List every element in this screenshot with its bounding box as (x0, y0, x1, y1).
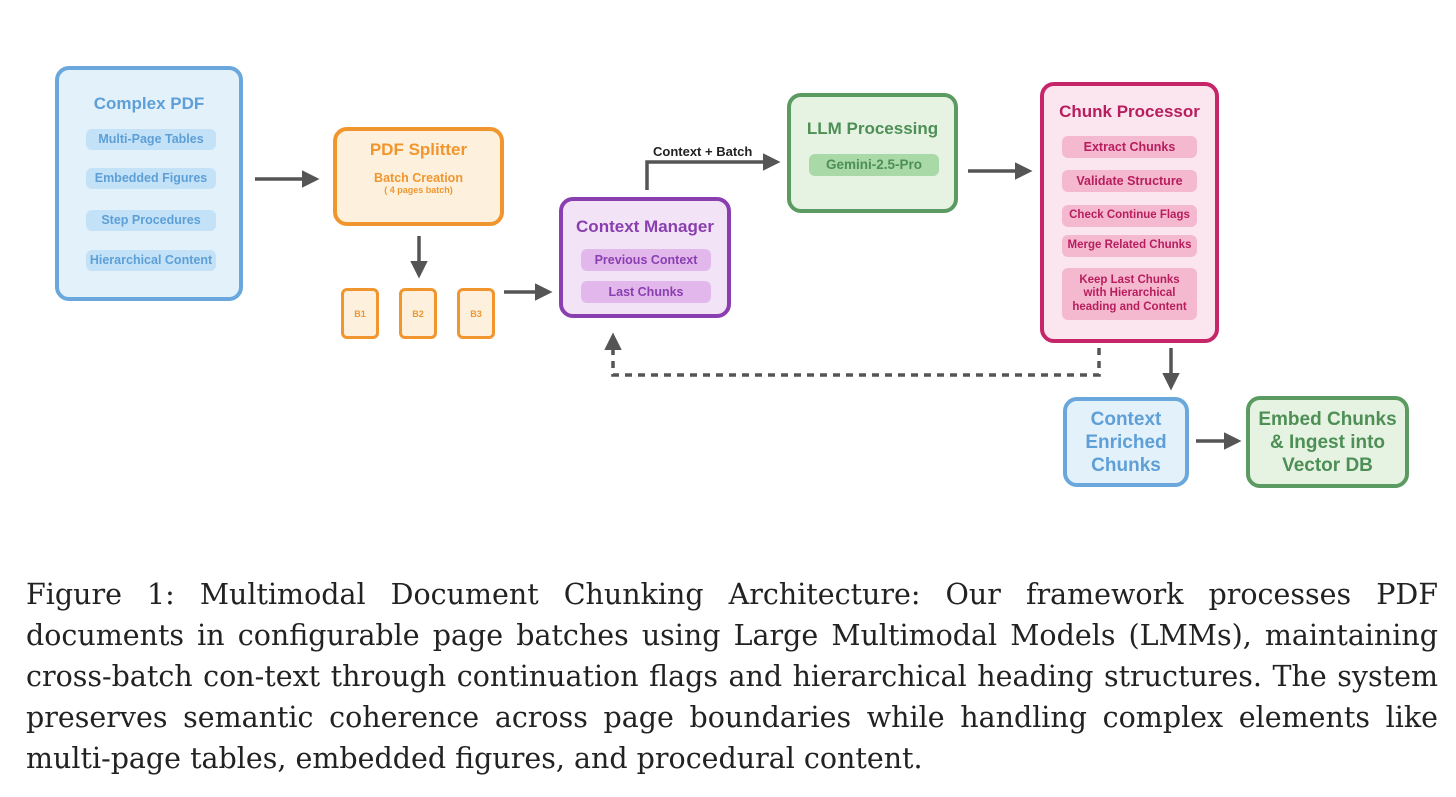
item-merge-related-chunks: Merge Related Chunks (1062, 235, 1197, 257)
item-keep-last-chunks: Keep Last Chunks with Hierarchical headi… (1062, 268, 1197, 320)
complex-pdf-node: Complex PDF Multi-Page Tables Embedded F… (55, 66, 243, 301)
item-embedded-figures: Embedded Figures (86, 168, 216, 189)
chunk-processor-node: Chunk Processor Extract Chunks Validate … (1040, 82, 1219, 343)
figure-caption: Figure 1: Multimodal Document Chunking A… (26, 578, 1438, 775)
context-enriched-title: Context Enriched Chunks (1085, 408, 1167, 476)
embed-ingest-node: Embed Chunks & Ingest into Vector DB (1246, 396, 1409, 488)
batch-size-note: ( 4 pages batch) (384, 185, 453, 195)
item-previous-context: Previous Context (581, 249, 711, 271)
item-multi-page-tables: Multi-Page Tables (86, 129, 216, 150)
item-validate-structure: Validate Structure (1062, 170, 1197, 192)
item-extract-chunks: Extract Chunks (1062, 136, 1197, 158)
batch-b3: B3 (457, 288, 495, 339)
batch-b1: B1 (341, 288, 379, 339)
embed-ingest-title: Embed Chunks & Ingest into Vector DB (1258, 408, 1397, 476)
pdf-splitter-title: PDF Splitter (369, 140, 468, 159)
model-gemini-badge: Gemini-2.5-Pro (809, 154, 939, 176)
connector-layer (255, 153, 1242, 450)
arrow-feedback-loop (604, 332, 1101, 377)
item-last-chunks: Last Chunks (581, 281, 711, 303)
llm-processing-title: LLM Processing (806, 119, 939, 138)
arrow-context-manager-to-llm (645, 153, 781, 190)
edge-label-context-batch: Context + Batch (653, 144, 753, 159)
context-manager-title: Context Manager (576, 217, 714, 236)
complex-pdf-title: Complex PDF (93, 94, 205, 113)
batch-creation-label: Batch Creation (374, 171, 463, 185)
batch-b2: B2 (399, 288, 437, 339)
item-step-procedures: Step Procedures (86, 210, 216, 231)
pdf-splitter-node: PDF Splitter Batch Creation ( 4 pages ba… (333, 127, 504, 226)
item-check-continue-flags: Check Continue Flags (1062, 205, 1197, 227)
item-hierarchical-content: Hierarchical Content (86, 250, 216, 271)
context-enriched-chunks-node: Context Enriched Chunks (1063, 397, 1189, 487)
context-manager-node: Context Manager Previous Context Last Ch… (559, 197, 731, 318)
chunk-processor-title: Chunk Processor (1059, 102, 1200, 121)
llm-processing-node: LLM Processing Gemini-2.5-Pro (787, 93, 958, 213)
